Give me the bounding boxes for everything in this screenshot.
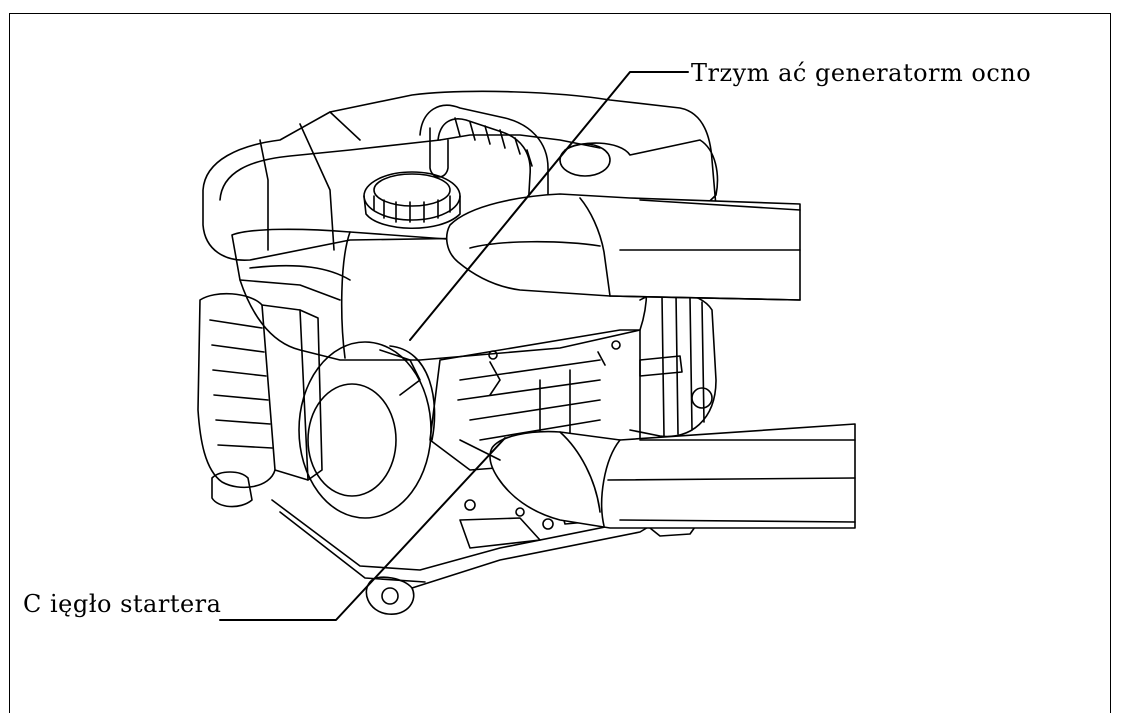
figure-frame xyxy=(9,13,1111,713)
lower-hand xyxy=(459,423,856,529)
callout-hold-generator: Trzym ać generatorm ocno xyxy=(691,59,1032,87)
generator-body xyxy=(197,90,719,615)
leader-line-hold xyxy=(409,71,689,341)
leader-line-rope xyxy=(219,437,506,621)
callout-starter-rope: C ięgło startera xyxy=(23,590,222,618)
upper-hand xyxy=(445,193,801,301)
